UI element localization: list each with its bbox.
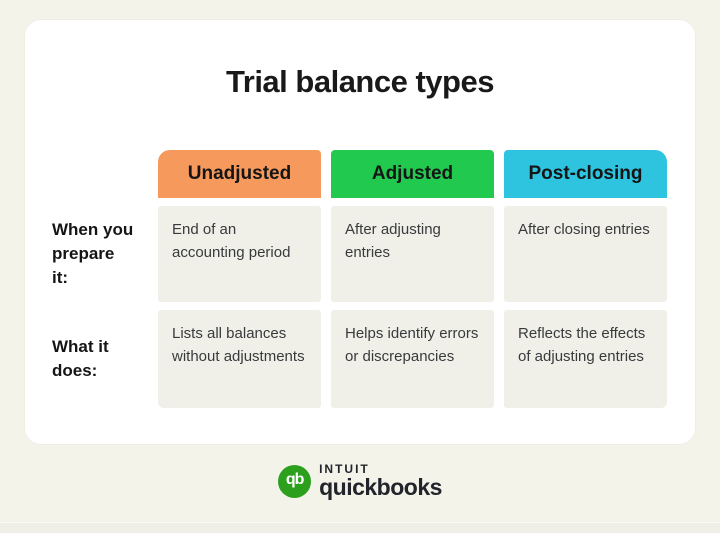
quickbooks-qb-icon: qb (278, 464, 312, 498)
table-cell: End of an accounting period (158, 206, 321, 302)
bottom-edge-strip (0, 522, 720, 533)
page-title: Trial balance types (226, 64, 494, 99)
column-header-post-closing: Post-closing (504, 150, 667, 198)
quickbooks-wordmark: quickbooks (319, 474, 442, 500)
table-cell: Reflects the effects of adjusting entrie… (504, 310, 667, 408)
column-header-adjusted: Adjusted (331, 150, 494, 198)
column-header-unadjusted: Unadjusted (158, 150, 321, 198)
row-label-what-it-does: What it does: (52, 337, 109, 380)
table-cell: After closing entries (504, 206, 667, 302)
table-cell: After adjusting entries (331, 206, 494, 302)
trial-balance-table: Unadjusted Adjusted Post-closing When yo… (40, 150, 667, 408)
intuit-quickbooks-logo: qb intuit quickbooks (0, 463, 720, 499)
row-label-when-you-prepare-it: When you prepare it: (52, 220, 134, 287)
header-spacer (40, 150, 148, 198)
intuit-wordmark: intuit (319, 462, 370, 476)
logo-wordmark: intuit quickbooks (319, 463, 442, 499)
table-cell: Helps identify errors or discrepancies (331, 310, 494, 408)
table-cell: Lists all balances without adjustments (158, 310, 321, 408)
